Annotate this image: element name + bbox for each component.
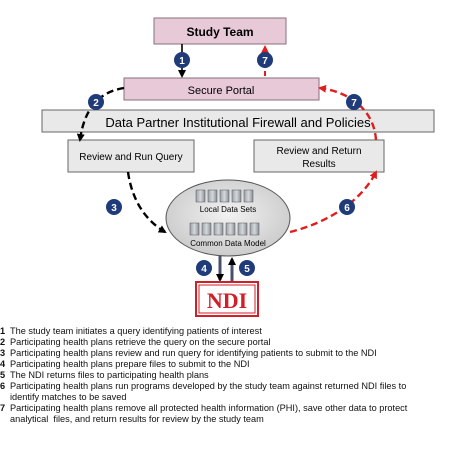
step-badge-7-top: 7 <box>257 52 273 68</box>
svg-text:1: 1 <box>179 56 185 67</box>
svg-text:3: 3 <box>111 203 117 214</box>
ndi-logo-text: NDI <box>207 288 247 313</box>
ndi-logo: NDI <box>195 281 259 317</box>
review-run-query-label: Review and Run Query <box>79 152 182 163</box>
review-return-label-line1: Review and Return <box>276 146 361 157</box>
arrow-step-3 <box>126 171 167 234</box>
step-badge-1: 1 <box>174 52 190 68</box>
svg-text:5: 5 <box>244 264 250 275</box>
review-run-query-box: Review and Run Query <box>67 139 195 173</box>
local-data-sets-label: Local Data Sets <box>200 205 256 214</box>
legend-item: 1 The study team initiates a query ident… <box>0 326 262 336</box>
common-data-model-label: Common Data Model <box>190 239 266 248</box>
legend-item: 5 The NDI returns files to participating… <box>0 370 209 380</box>
legend-item: 6 Participating health plans run program… <box>0 381 407 402</box>
step-legend: 1 The study team initiates a query ident… <box>0 326 474 425</box>
firewall-bar: Data Partner Institutional Firewall and … <box>41 109 435 133</box>
step-badge-2: 2 <box>88 94 104 110</box>
step-badge-6: 6 <box>339 199 355 215</box>
svg-text:7: 7 <box>351 98 357 109</box>
common-data-model-icon <box>189 222 260 236</box>
study-team-label: Study Team <box>186 25 253 39</box>
data-cloud: Local Data Sets Common Data Model <box>165 179 291 257</box>
arrow-step-6 <box>289 170 378 234</box>
local-data-sets-icon <box>195 189 254 203</box>
step-badge-7-right: 7 <box>346 94 362 110</box>
legend-item: 4 Participating health plans prepare fil… <box>0 359 250 369</box>
legend-item: 3 Participating health plans review and … <box>0 348 377 358</box>
svg-text:6: 6 <box>344 203 350 214</box>
step-badge-5: 5 <box>239 260 255 276</box>
legend-item: 2 Participating health plans retrieve th… <box>0 337 271 347</box>
firewall-label: Data Partner Institutional Firewall and … <box>105 115 371 130</box>
study-team-box: Study Team <box>153 17 287 45</box>
legend-item: 7 Participating health plans remove all … <box>0 403 408 424</box>
svg-text:7: 7 <box>262 56 268 67</box>
review-return-results-box: Review and Return Results <box>253 139 385 173</box>
workflow-diagram: Study Team Secure Portal Data Partner In… <box>41 17 435 317</box>
step-badge-4: 4 <box>196 260 212 276</box>
secure-portal-label: Secure Portal <box>188 85 255 97</box>
secure-portal-box: Secure Portal <box>123 77 320 101</box>
svg-text:2: 2 <box>93 98 99 109</box>
review-return-label-line2: Results <box>302 159 335 170</box>
svg-text:4: 4 <box>201 264 207 275</box>
step-badge-3: 3 <box>106 199 122 215</box>
